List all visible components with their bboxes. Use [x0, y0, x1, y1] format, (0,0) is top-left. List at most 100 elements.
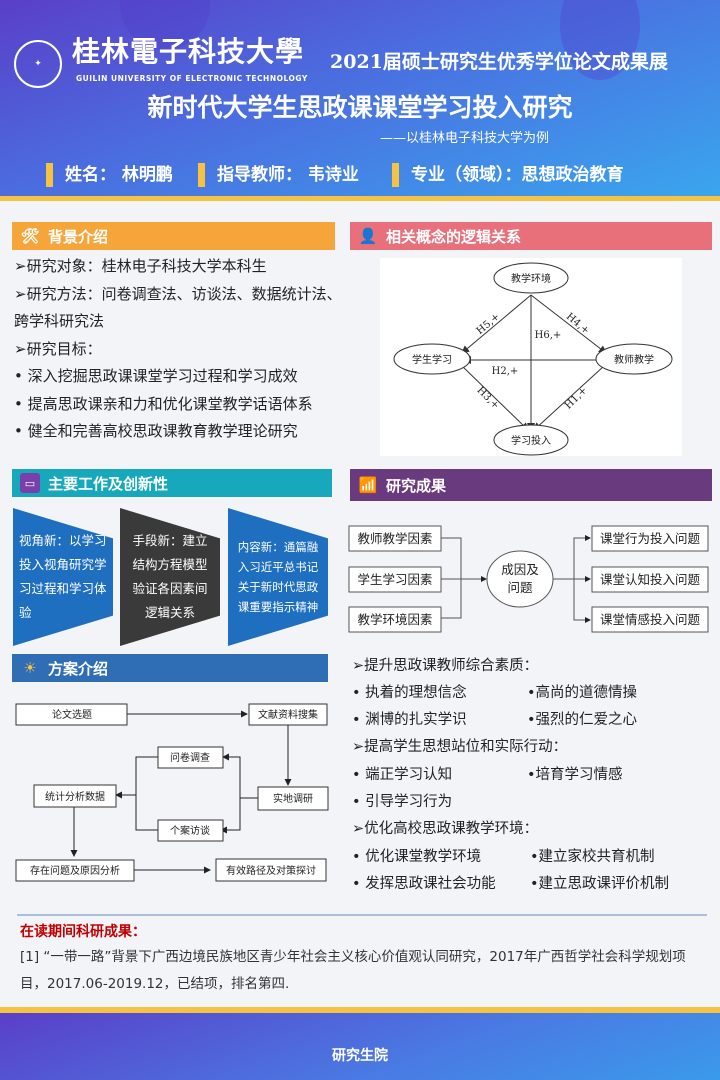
step-interview	[157, 819, 224, 842]
briefcase-icon: ▭	[20, 473, 40, 493]
edge-h3	[461, 365, 529, 431]
edge-h6-label: H6,+	[535, 330, 562, 341]
issue-cognitive-label: 课堂认知投入问题	[600, 572, 701, 587]
bullet-heading: ➢提升思政课教师综合素质：	[352, 658, 539, 674]
center-cause	[486, 550, 554, 608]
step-solutions-label: 有效路径及对策探讨	[226, 864, 316, 877]
background-line: 跨学科研究法	[14, 312, 105, 330]
innovation-content-text: 内容新：通篇融入习近平总书记关于新时代思政课重要指示精神	[237, 540, 319, 614]
achievements-heading: 在读期间科研成果：	[20, 924, 146, 940]
edge-h5	[461, 294, 532, 354]
bullet-item: • 优化课堂教学环境	[352, 849, 482, 865]
center-label-2: 问题	[507, 580, 533, 595]
results-heading: 研究成果	[386, 476, 447, 495]
bullet-item: •高尚的道德情操	[527, 685, 638, 701]
achievements-divider	[17, 914, 707, 916]
bar-chart-icon: 📶	[358, 476, 378, 494]
step-questionnaire	[157, 746, 224, 769]
issue-emotional-label: 课堂情感投入问题	[600, 612, 701, 627]
factor-teacher	[348, 525, 442, 552]
advisor-name-text: 指导教师： 韦诗业	[217, 165, 359, 185]
plan-flowchart: 论文选题 文献资料搜集 问卷调查 实地调研 统计分析数据 个案访谈 存在问题及原…	[15, 703, 329, 882]
node-engage	[493, 424, 569, 456]
bullet-item: •强烈的仁爱之心	[527, 712, 638, 728]
step-literature	[248, 703, 328, 726]
edge-h4	[530, 294, 607, 354]
step-field-label: 实地调研	[273, 792, 313, 805]
achievements-text: [1] “一带一路”背景下广西边境民族地区青少年社会主义核心价值观认同研究，20…	[20, 949, 686, 992]
bullet-item: • 执着的理想信念	[352, 685, 467, 701]
step-problems-label: 存在问题及原因分析	[30, 864, 120, 877]
university-name-en: GUILIN UNIVERSITY OF ELECTRONIC TECHNOLO…	[76, 74, 308, 83]
sun-icon: ☀	[23, 659, 37, 677]
concepts-section-header: 👤 相关概念的逻辑关系	[350, 222, 712, 250]
innovation-heading: 主要工作及创新性	[48, 474, 169, 493]
bullet-item: •建立思政课评价机制	[530, 876, 670, 892]
issue-cognitive	[591, 566, 709, 593]
university-name: 桂林電子科技大學	[72, 36, 305, 68]
background-line: • 提高思政课亲和力和优化课堂教学话语体系	[14, 394, 313, 413]
bullet-item: •建立家校共育机制	[530, 849, 655, 865]
background-line: • 健全和完善高校思政课教育教学理论研究	[14, 422, 298, 440]
background-content: ➢研究对象：桂林电子科技大学本科生 ➢研究方法：问卷调查法、访谈法、数据统计法、…	[14, 253, 348, 446]
footer-divider	[0, 1007, 720, 1013]
factor-student-label: 学生学习因素	[357, 572, 432, 587]
concept-diagram: 教学环境 学生学习 教师教学 学习投入 H5,+ H4,+ H6,+ H2,+ …	[380, 258, 682, 456]
results-diagram: 教师教学因素 学生学习因素 教学环境因素 成因及 问题 课堂行为投入问题 课堂认…	[348, 525, 709, 633]
node-teacher-label: 教师教学	[614, 353, 654, 366]
concepts-heading: 相关概念的逻辑关系	[386, 227, 522, 246]
step-solutions	[215, 858, 327, 882]
innovation-perspective-text: 视角新：以学习投入视角研究学习过程和学习体验	[19, 533, 107, 620]
step-stats-label: 统计分析数据	[45, 790, 105, 803]
innovation-content: 内容新：通篇融入习近平总书记关于新时代思政课重要指示精神	[228, 508, 328, 646]
poster-title: 新时代大学生思政课课堂学习投入研究	[147, 93, 573, 122]
node-env-label: 教学环境	[511, 272, 551, 285]
bullet-item: • 端正学习认知	[352, 767, 453, 783]
step-questionnaire-label: 问卷调查	[170, 751, 210, 764]
factor-environment-label: 教学环境因素	[357, 612, 432, 627]
background-section-header: 🛠背景介绍	[12, 222, 335, 250]
bullet-item: • 渊博的扎实学识	[352, 712, 467, 728]
background-line: ➢研究目标：	[14, 339, 102, 358]
step-topic-label: 论文选题	[52, 708, 92, 721]
issue-behavior	[591, 525, 709, 552]
university-seal-logo: ✦	[14, 40, 62, 88]
node-env	[493, 262, 569, 294]
plan-heading: 方案介绍	[48, 659, 109, 678]
header-divider	[0, 196, 720, 201]
step-field	[257, 786, 329, 811]
innovation-section-header: ▭ 主要工作及创新性	[12, 469, 332, 497]
advisor-name: 指导教师： 韦诗业	[198, 163, 359, 187]
issue-behavior-label: 课堂行为投入问题	[600, 531, 701, 546]
issue-emotional	[591, 606, 709, 633]
background-heading: 背景介绍	[48, 227, 109, 246]
major-field: 专业（领域）：思想政治教育	[392, 163, 624, 187]
factor-environment	[348, 606, 442, 633]
bullet-item: • 发挥思政课社会功能	[352, 876, 496, 892]
poster-subtitle: ——以桂林电子科技大学为例	[380, 131, 550, 146]
bullet-item: •培育学习情感	[527, 767, 623, 783]
innovation-method-text: 手段新：建立结构方程模型验证各因素间逻辑关系	[132, 533, 208, 620]
bullet-heading: ➢优化高校思政课教学环境：	[352, 821, 539, 837]
factor-student	[348, 566, 442, 593]
poster-header: ✦ 桂林電子科技大學 GUILIN UNIVERSITY OF ELECTRON…	[0, 0, 720, 198]
exhibition-title: 2021届硕士研究生优秀学位论文成果展	[330, 51, 668, 73]
bullet-heading: ➢提高学生思想站位和实际行动：	[352, 739, 568, 755]
innovation-perspective: 视角新：以学习投入视角研究学习过程和学习体验	[13, 508, 113, 646]
background-line: ➢研究方法：问卷调查法、访谈法、数据统计法、	[14, 284, 342, 303]
footer-org: 研究生院	[332, 1048, 388, 1064]
results-section-header: 📶 研究成果	[350, 469, 712, 501]
background-line: • 深入挖掘思政课课堂学习过程和学习成效	[14, 367, 298, 385]
factor-teacher-label: 教师教学因素	[357, 531, 432, 546]
step-interview-label: 个案访谈	[170, 824, 210, 837]
innovation-method: 手段新：建立结构方程模型验证各因素间逻辑关系	[120, 508, 220, 646]
major-field-text: 专业（领域）：思想政治教育	[411, 165, 624, 185]
step-topic	[15, 703, 128, 726]
step-literature-label: 文献资料搜集	[258, 708, 318, 721]
node-student	[393, 343, 471, 375]
author-name-text: 姓名： 林明鹏	[65, 165, 173, 185]
background-line: ➢研究对象：桂林电子科技大学本科生	[14, 257, 267, 275]
person-icon: 👤	[358, 227, 378, 245]
edge-h2-label: H2,+	[492, 366, 519, 377]
node-engage-label: 学习投入	[511, 434, 551, 447]
